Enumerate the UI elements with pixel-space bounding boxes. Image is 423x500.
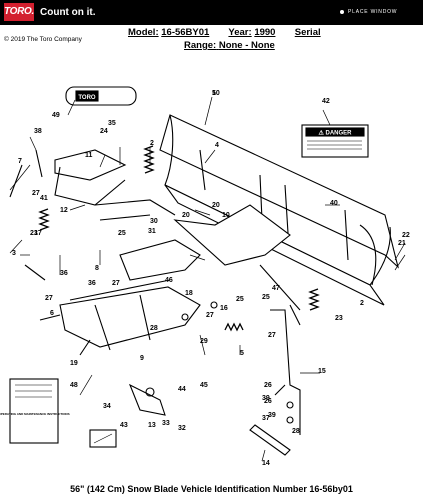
callout-number: 5 [240,350,244,357]
callout-number: 2 [360,300,364,307]
brand-tagline: Count on it. [40,7,96,18]
callout-number: 17 [34,230,42,237]
callout-number: 4 [215,142,219,149]
callout-number: 39 [262,395,270,402]
callout-number: 33 [162,420,170,427]
callout-number: 11 [85,152,93,159]
callout-number: 29 [200,338,208,345]
callout-number: 22 [402,232,410,239]
callout-number: 48 [70,382,78,389]
callout-number: 27 [45,295,53,302]
callout-number: 34 [103,403,111,410]
callout-number: 27 [268,332,276,339]
callout-number: 39 [268,412,276,419]
callout-number: 16 [220,305,228,312]
push-arms [94,199,301,326]
callout-number: 13 [148,422,156,429]
callout-number: 42 [322,98,330,105]
shield-decal [89,429,117,448]
mount-frame [39,239,201,356]
callout-number: 26 [264,382,272,389]
callout-number: 27 [206,312,214,319]
parts-diagram: 1223456789101112131415161718192020212223… [0,86,410,467]
callout-number: 20 [212,202,220,209]
danger-decal-text: ⚠ DANGER [318,130,352,137]
toro-decal [65,86,137,106]
callout-number: 49 [52,112,60,119]
year-value: 1990 [254,27,276,38]
callout-number: 36 [60,270,68,277]
callout-number: 27 [32,190,40,197]
callout-number: 24 [100,128,108,135]
callout-number: 36 [88,280,96,287]
callout-number: 26 [264,398,272,405]
callout-number: 2 [150,140,154,147]
callout-number: 25 [236,296,244,303]
rods [9,149,46,281]
callout-number: 23 [30,230,38,237]
model-value: 16-56BY01 [161,27,210,38]
callout-number: 27 [112,280,120,287]
callout-number: 20 [182,212,190,219]
danger-decal [301,124,369,158]
callout-number: 21 [398,240,406,247]
place-window-text: PLACE WINDOW [348,9,398,15]
callout-number: 18 [185,290,193,297]
callout-number: 37 [262,415,270,422]
callout-number: 12 [60,207,68,214]
callout-number: 8 [95,265,99,272]
callout-number: 41 [40,195,48,202]
range-value: None - None [218,40,275,51]
callout-number: 15 [318,368,326,375]
callout-leaders [9,96,406,462]
callout-number: 28 [150,325,158,332]
callout-numbers: 1223456789101112131415161718192020212223… [12,90,410,467]
callout-number: 32 [178,425,186,432]
callout-number: 1 [212,90,216,97]
model-label: Model: [128,27,159,38]
diagram-caption: 56" (142 Cm) Snow Blade Vehicle Identifi… [70,484,353,494]
callout-number: 43 [120,422,128,429]
model-info: Model: 16-56BY01 Year: 1990 Serial [128,27,321,39]
callout-number: 9 [140,355,144,362]
callout-number: 31 [148,228,156,235]
serial-range: Range: None - None [184,40,275,51]
range-label: Range: [184,40,217,51]
manual-title-text: OPERATING AND MAINTENANCE INSTRUCTIONS [0,412,70,416]
callout-number: 40 [330,200,338,207]
callout-number: 25 [118,230,126,237]
callout-number: 46 [165,277,173,284]
callout-number: 3 [12,250,16,257]
springs [38,145,320,332]
small-hardware [128,301,294,424]
callout-number: 50 [212,90,220,97]
operator-manual [9,378,59,444]
window-icon [340,9,344,14]
callout-number: 25 [262,294,270,301]
callout-number: 44 [178,386,186,393]
toro-logo[interactable]: TORO. [4,3,34,21]
callout-number: 6 [50,310,54,317]
callout-number: 30 [150,218,158,225]
year-label: Year: [228,27,252,38]
callout-number: 35 [108,120,116,127]
upper-bracket [54,149,127,206]
site-header: TORO. Count on it. PLACE WINDOW [0,0,423,25]
place-window-label: PLACE WINDOW [340,7,397,17]
callout-number: 45 [200,382,208,389]
callout-number: 47 [272,285,280,292]
callout-number: 10 [222,212,230,219]
callout-number: 28 [292,428,300,435]
toro-decal-text: TORO [78,95,96,101]
copyright-notice: © 2019 The Toro Company [4,36,82,43]
callout-number: 19 [70,360,78,367]
callout-number: 14 [262,460,270,467]
callout-number: 38 [34,128,42,135]
serial-label: Serial [294,27,321,38]
callout-number: 23 [335,315,343,322]
lift-rod [249,309,301,456]
callout-number: 7 [18,158,22,165]
